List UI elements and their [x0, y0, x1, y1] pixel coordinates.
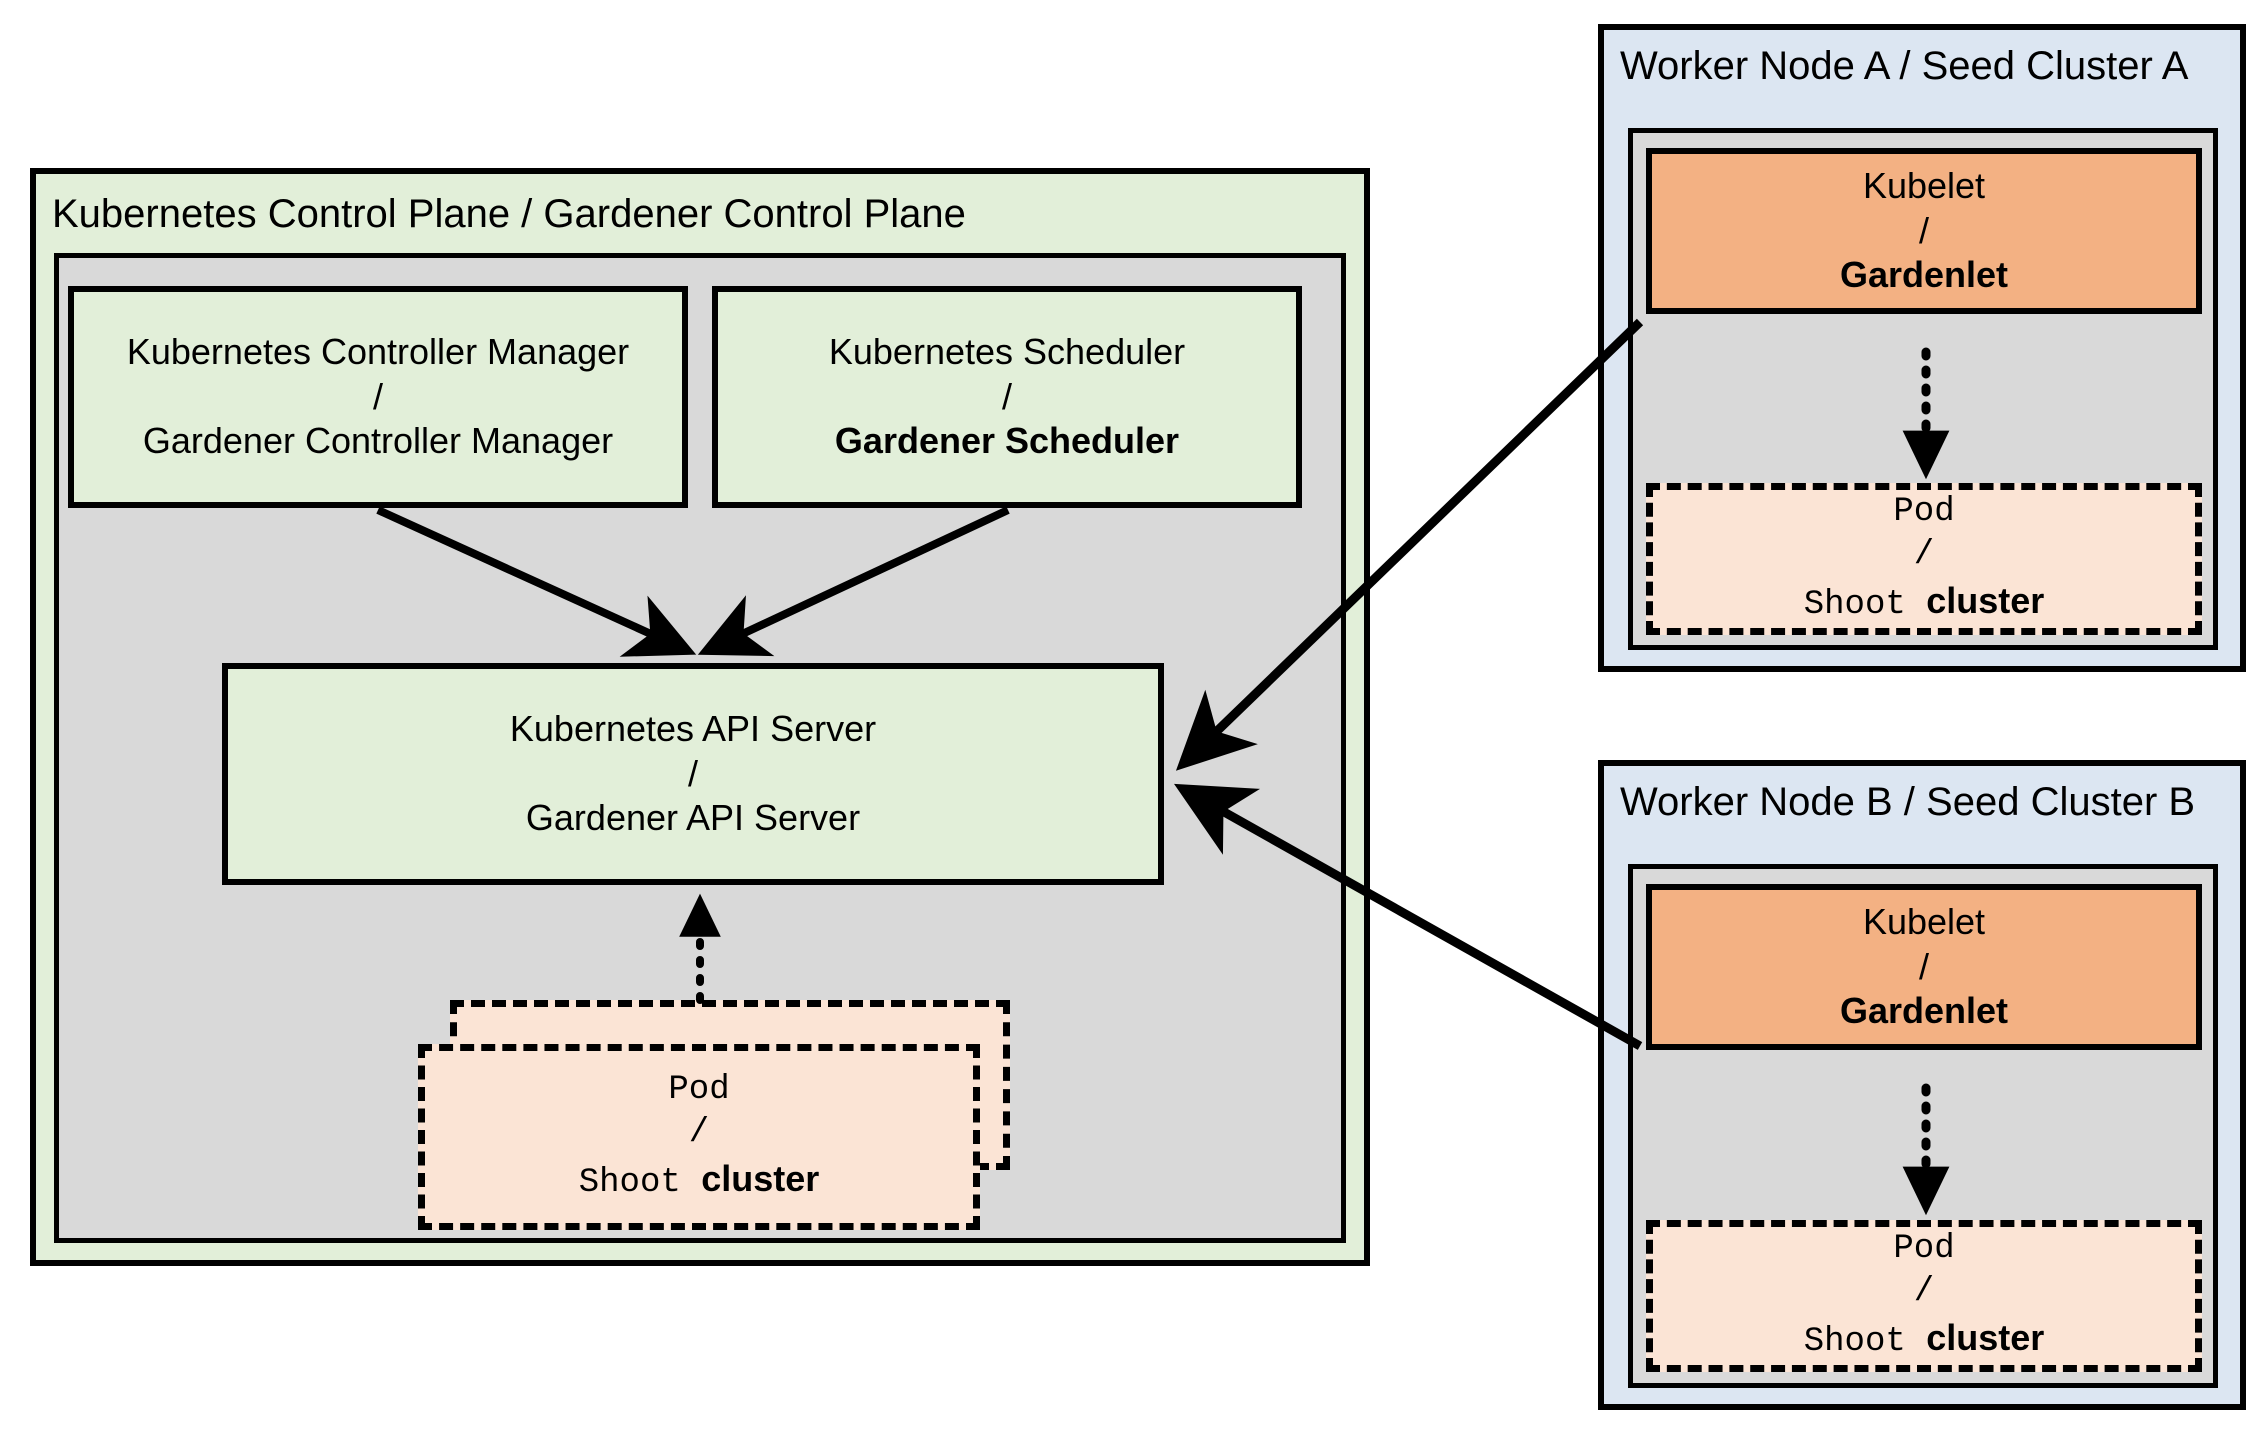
node-a-kubelet-separator: /	[1918, 209, 1929, 251]
worker-node-b-pod-box[interactable]: Pod / Shoot cluster	[1646, 1220, 2202, 1372]
scheduler-line1: Kubernetes Scheduler	[828, 331, 1186, 373]
node-a-pod-shoot-label: Shoot	[1803, 585, 1906, 624]
api-server-line2: Gardener API Server	[525, 797, 861, 839]
kubernetes-scheduler-box[interactable]: Kubernetes Scheduler / Gardener Schedule…	[712, 286, 1302, 508]
node-a-kubelet-line1: Kubelet	[1862, 165, 1986, 207]
node-a-pod-cluster-label: cluster	[1926, 579, 2045, 621]
node-a-pod-separator: /	[1913, 536, 1935, 575]
pod-shoot-label: Shoot	[578, 1163, 681, 1202]
pod-separator: /	[688, 1114, 710, 1153]
node-a-pod-line1: Pod	[1893, 492, 1955, 531]
worker-node-a-pod-box[interactable]: Pod / Shoot cluster	[1646, 483, 2202, 635]
api-server-separator: /	[687, 752, 698, 794]
controller-manager-line1: Kubernetes Controller Manager	[126, 331, 630, 373]
node-b-pod-cluster-label: cluster	[1926, 1316, 2045, 1358]
control-plane-pod-box[interactable]: Pod / Shoot cluster	[418, 1044, 980, 1230]
node-b-pod-line1: Pod	[1893, 1229, 1955, 1268]
worker-node-b-title: Worker Node B / Seed Cluster B	[1620, 780, 2196, 824]
scheduler-line2: Gardener Scheduler	[834, 420, 1180, 462]
pod-line1: Pod	[668, 1070, 730, 1109]
kubernetes-controller-manager-box[interactable]: Kubernetes Controller Manager / Gardener…	[68, 286, 688, 508]
control-plane-title: Kubernetes Control Plane / Gardener Cont…	[52, 192, 966, 236]
kubernetes-api-server-box[interactable]: Kubernetes API Server / Gardener API Ser…	[222, 663, 1164, 885]
pod-cluster-label: cluster	[701, 1157, 820, 1199]
node-b-kubelet-line1: Kubelet	[1862, 901, 1986, 943]
pod-line2: Shoot cluster	[579, 1156, 820, 1206]
node-b-pod-line2: Shoot cluster	[1804, 1315, 2045, 1365]
controller-manager-separator: /	[372, 375, 383, 417]
node-b-gardenlet-label: Gardenlet	[1839, 990, 2009, 1032]
node-b-pod-shoot-label: Shoot	[1803, 1322, 1906, 1361]
controller-manager-line2: Gardener Controller Manager	[142, 420, 614, 462]
node-a-gardenlet-label: Gardenlet	[1839, 254, 2009, 296]
node-a-pod-line2: Shoot cluster	[1804, 578, 2045, 628]
api-server-line1: Kubernetes API Server	[509, 708, 877, 750]
worker-node-b-kubelet-box[interactable]: Kubelet / Gardenlet	[1646, 884, 2202, 1050]
worker-node-a-title: Worker Node A / Seed Cluster A	[1620, 44, 2189, 88]
scheduler-separator: /	[1001, 375, 1012, 417]
worker-node-a-kubelet-box[interactable]: Kubelet / Gardenlet	[1646, 148, 2202, 314]
node-b-pod-separator: /	[1913, 1273, 1935, 1312]
node-b-kubelet-separator: /	[1918, 945, 1929, 987]
